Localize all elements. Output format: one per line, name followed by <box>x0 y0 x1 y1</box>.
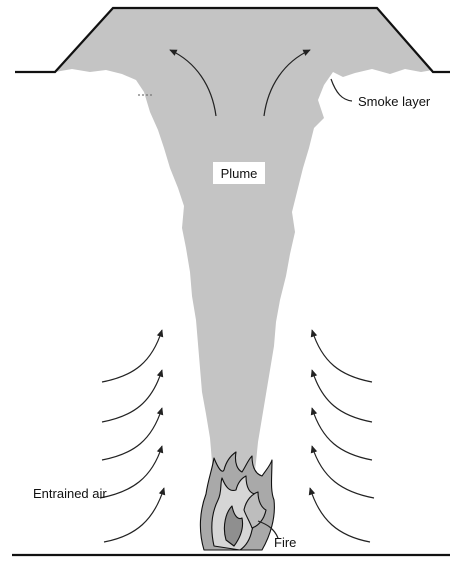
entrained-air-arrow <box>102 330 162 382</box>
entrained-air-arrows-right <box>310 330 374 542</box>
entrained-air-arrow <box>312 330 372 382</box>
smoke-layer-pointer <box>331 79 352 101</box>
entrained-air-arrow <box>104 488 164 542</box>
plume-label: Plume <box>221 166 258 181</box>
smoke-plume-body <box>55 8 433 486</box>
fire-flames <box>200 452 274 550</box>
entrained-air-arrows-left <box>100 330 164 542</box>
entrained-air-arrow <box>312 446 374 498</box>
smoke-layer-label: Smoke layer <box>358 94 431 109</box>
entrained-air-arrow <box>100 446 162 498</box>
entrained-air-label: Entrained air <box>33 486 107 501</box>
entrained-air-arrow <box>312 408 372 460</box>
entrained-air-arrow <box>102 370 162 422</box>
entrained-air-arrow <box>102 408 162 460</box>
entrained-air-arrow <box>310 488 370 542</box>
fire-label: Fire <box>274 535 296 550</box>
entrained-air-arrow <box>312 370 372 422</box>
